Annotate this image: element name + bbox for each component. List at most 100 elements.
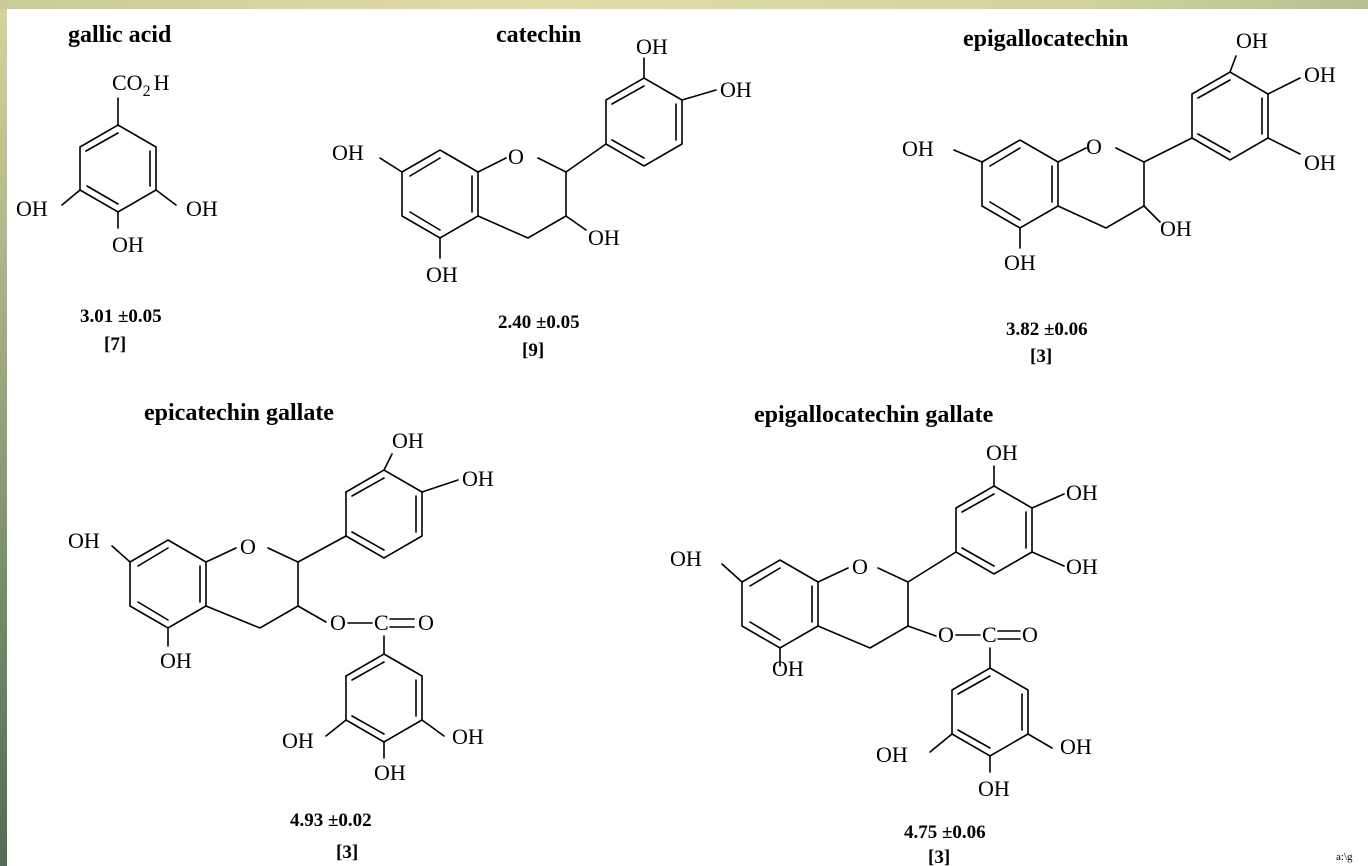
egc-oh-bonds [953, 149, 1161, 249]
ecg-oh-b1: OH [392, 428, 424, 453]
egc-oh-b1: OH [1236, 28, 1268, 53]
egcg-oh-a7: OH [670, 546, 702, 571]
ecg-oh-a7: OH [68, 528, 100, 553]
corner-mark: a:\g [1336, 851, 1353, 863]
catechin-b-oh-bonds [643, 57, 717, 101]
gallic-oh-right: OH [186, 196, 218, 221]
egc-c-ring [1057, 147, 1145, 229]
egcg-c-ring [817, 567, 909, 649]
egc-b-link [1143, 137, 1193, 163]
ecg-b-ring-double-bonds [351, 477, 417, 551]
ecg-a-ring-double-bonds [137, 547, 201, 621]
egcg-oh-g2: OH [1060, 734, 1092, 759]
frame-top-edge [0, 0, 1368, 9]
epigallocatechin-value: 3.82 ±0.06 [1006, 319, 1088, 340]
gallic-ring [79, 124, 157, 213]
egc-oh-c3: OH [1160, 216, 1192, 241]
catechin-a-ring-double-bonds [409, 157, 473, 231]
catechin-value: 2.40 ±0.05 [498, 312, 580, 333]
egc-a-ring-double-bonds [989, 147, 1053, 221]
epicatechin-gallate-structure: epicatechin gallate O OH OH OH OH O C O [68, 400, 494, 863]
catechin-ref: [9] [522, 340, 544, 361]
egcg-oh-a-bonds [721, 563, 781, 667]
gallic-oh-bonds [61, 189, 177, 229]
epicatechin-gallate-title: epicatechin gallate [144, 400, 334, 426]
gallic-oh-bottom: OH [112, 232, 144, 257]
egcg-ester-o: O [938, 622, 954, 647]
ecg-carbonyl-o: O [418, 610, 434, 635]
epigallocatechin-gallate-structure: epigallocatechin gallate O OH OH OH OH O… [670, 402, 1098, 866]
egcg-oh-g1: OH [876, 742, 908, 767]
egc-b-ring [1191, 71, 1269, 161]
ecg-b-link [297, 535, 347, 563]
white-panel [7, 9, 1368, 866]
ecg-oh-b2: OH [462, 466, 494, 491]
egcg-galloyl-double-bonds [957, 675, 1023, 749]
epigallocatechin-gallate-title: epigallocatechin gallate [754, 402, 994, 428]
egc-oh-b2: OH [1304, 62, 1336, 87]
egcg-b-link [907, 551, 957, 583]
catechin-oh-a7: OH [332, 140, 364, 165]
egcg-galloyl-ring [951, 667, 1029, 757]
epigallocatechin-gallate-ref: [3] [928, 847, 950, 866]
egcg-galloyl-oh-bonds [929, 733, 1053, 773]
catechin-oh-bonds [379, 157, 587, 259]
catechin-a-ring [401, 149, 479, 239]
ecg-carbonyl-double-bond [389, 618, 415, 628]
egcg-oh-b2: OH [1066, 480, 1098, 505]
epigallocatechin-structure: epigallocatechin O OH OH OH OH OH OH 3.8… [902, 26, 1336, 367]
ecg-galloyl-oh-bonds [325, 719, 445, 759]
egcg-b-oh-bonds [993, 465, 1065, 567]
egcg-oh-a5: OH [772, 656, 804, 681]
egc-oh-b3: OH [1304, 150, 1336, 175]
egc-b-oh-bonds [1229, 55, 1301, 155]
gallic-acid-value: 3.01 ±0.05 [80, 306, 162, 327]
egc-oh-a5: OH [1004, 250, 1036, 275]
epigallocatechin-gallate-value: 4.75 ±0.06 [904, 822, 986, 843]
ecg-ring-o: O [240, 534, 256, 559]
ecg-b-ring [345, 469, 423, 559]
egcg-a-ring [741, 559, 819, 649]
ecg-oh-a-bonds [111, 545, 169, 647]
egcg-carbonyl-double-bond [997, 630, 1021, 640]
epicatechin-gallate-ref: [3] [336, 842, 358, 863]
ecg-galloyl-double-bonds [351, 661, 417, 735]
egcg-carbonyl-o: O [1022, 622, 1038, 647]
ecg-ester-o: O [330, 610, 346, 635]
egcg-ester-c: C [982, 622, 997, 647]
catechin-c-ring [477, 157, 567, 239]
catechin-b-ring [605, 77, 683, 167]
egcg-a-ring-double-bonds [749, 567, 813, 641]
gallic-ring-double-bonds [85, 132, 151, 205]
egcg-oh-g3: OH [978, 776, 1010, 801]
epigallocatechin-title: epigallocatechin [963, 26, 1128, 52]
egc-a-ring [981, 139, 1059, 229]
egc-ring-o: O [1086, 134, 1102, 159]
egcg-ester-bond-1 [907, 625, 937, 637]
catechin-b-link [565, 143, 607, 173]
ecg-galloyl-ring [345, 653, 423, 743]
ecg-oh-g1: OH [282, 728, 314, 753]
ecg-oh-g3: OH [374, 760, 406, 785]
gallic-oh-left: OH [16, 196, 48, 221]
catechin-structure: catechin O OH OH OH OH OH 2.40 ±0.05 [9] [332, 22, 752, 361]
ecg-oh-a5: OH [160, 648, 192, 673]
gallic-acid-title: gallic acid [68, 22, 172, 48]
ecg-ester-c: C [374, 610, 389, 635]
ecg-b-oh-bonds [383, 453, 459, 493]
catechin-oh-b1: OH [636, 34, 668, 59]
egcg-oh-b3: OH [1066, 554, 1098, 579]
egcg-b-ring-double-bonds [961, 493, 1027, 567]
egcg-b-ring [955, 485, 1033, 575]
catechin-b-ring-double-bonds [611, 85, 677, 159]
catechin-title: catechin [496, 22, 581, 48]
egc-oh-a7: OH [902, 136, 934, 161]
ecg-c-ring [205, 547, 299, 629]
catechin-oh-b2: OH [720, 77, 752, 102]
epicatechin-gallate-value: 4.93 ±0.02 [290, 810, 372, 831]
catechin-ring-o: O [508, 144, 524, 169]
